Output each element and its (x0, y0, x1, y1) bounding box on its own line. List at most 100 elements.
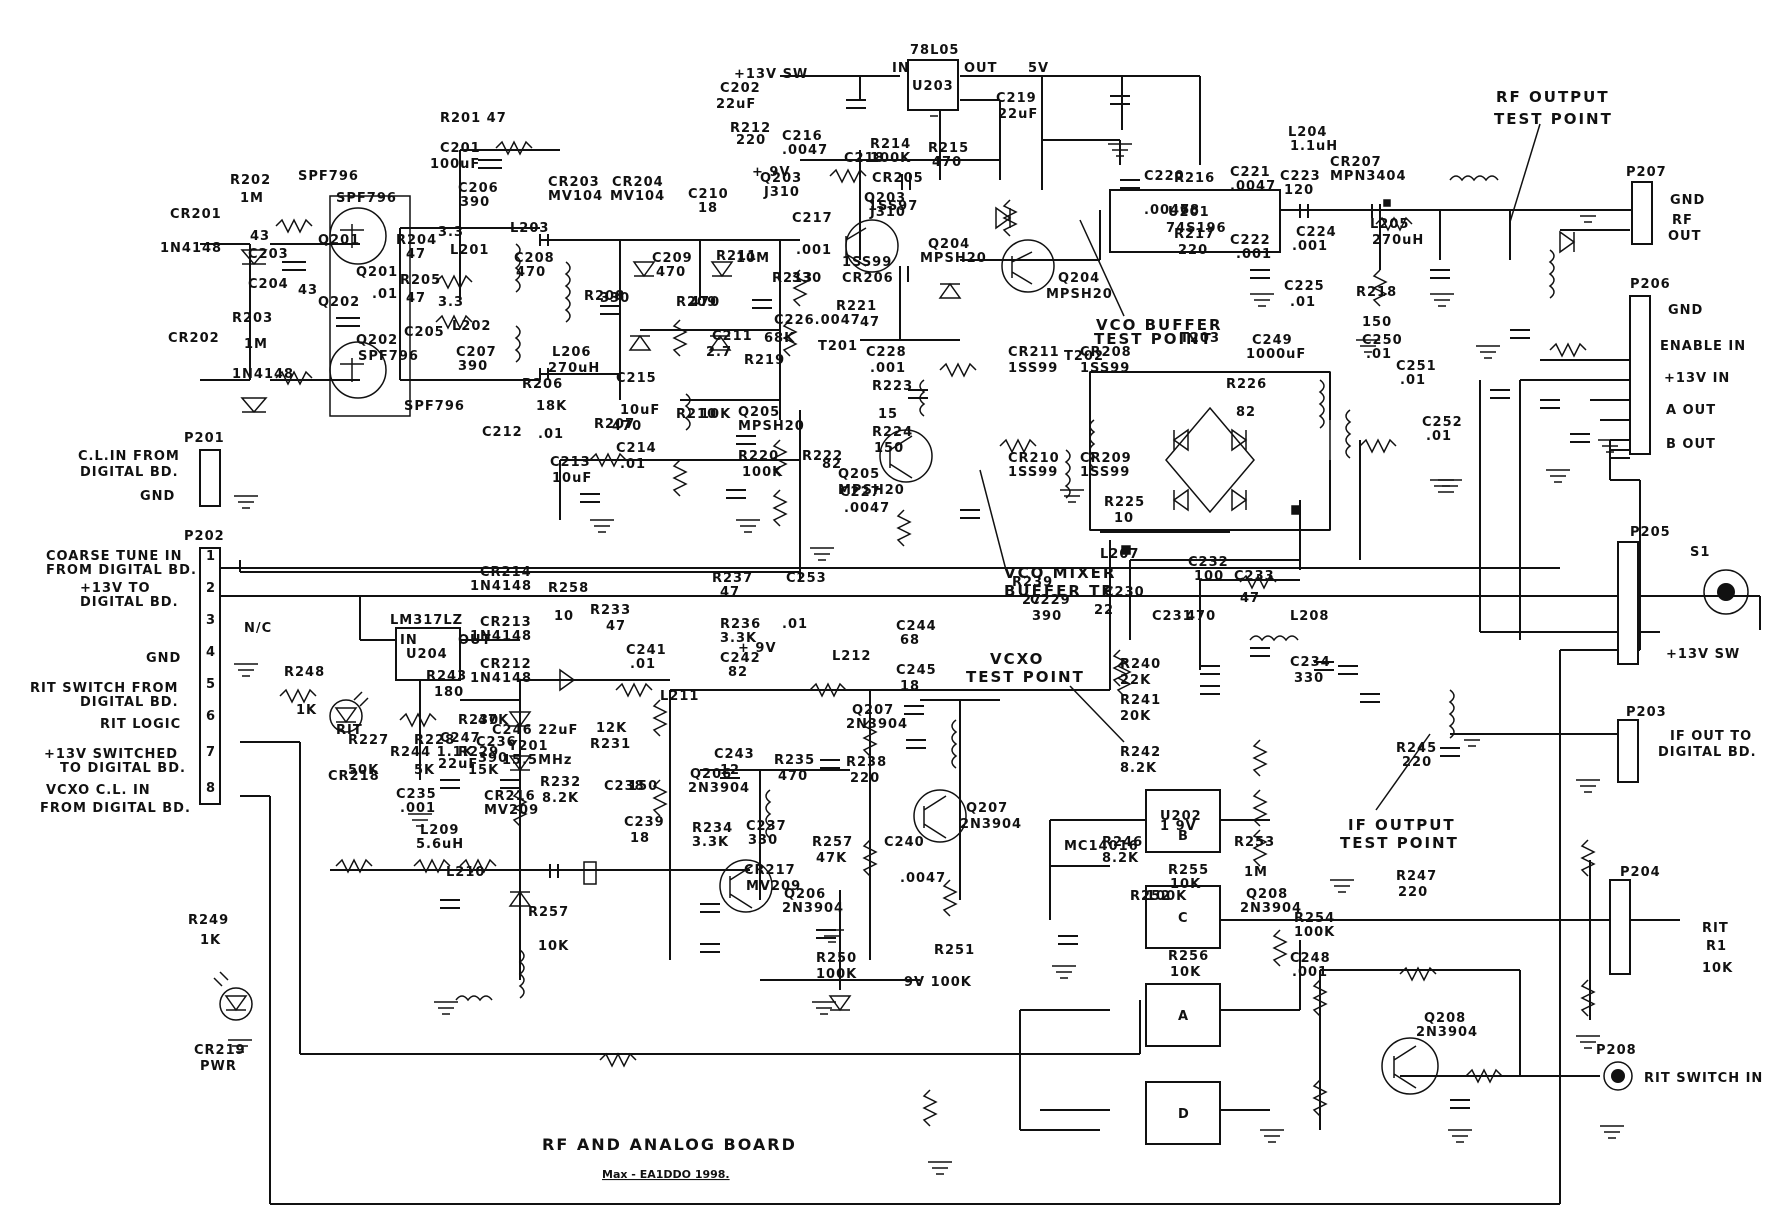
component-label: 100K (870, 151, 911, 166)
p207-ref: P207 (1626, 165, 1667, 180)
u203-part: 78L05 (910, 43, 959, 58)
q208-part: 2N3904 (1416, 1025, 1478, 1040)
component-label: CR207 (1330, 155, 1382, 170)
if-output-tp-line2: TEST POINT (1340, 834, 1459, 852)
component-label: R256 (1168, 949, 1209, 964)
u203-in-label: IN (892, 61, 910, 76)
component-label: C226.0047 (774, 313, 861, 328)
component-label: C250 (1362, 333, 1403, 348)
p208-jack-center (1611, 1069, 1625, 1083)
component-label: 47 (406, 247, 426, 262)
component-label: Q206 (690, 767, 732, 782)
component-label: C229 (1030, 593, 1071, 608)
component-label: 1M (240, 191, 264, 206)
component-label: C246 22uF (492, 723, 578, 738)
component-label: 470 (690, 295, 720, 310)
component-label: 1.1uH (1290, 139, 1338, 154)
component-label: R213 (772, 271, 813, 286)
component-label: 10K (700, 407, 731, 422)
component-label: CR204 (612, 175, 664, 190)
component-label: 15.5MHz (502, 753, 572, 768)
component-label: 68K (764, 331, 795, 346)
u202-gate-a: A (1178, 1009, 1189, 1024)
component-label: R230 (458, 713, 499, 728)
p202-label-5: N/C (244, 621, 272, 636)
p207-label-1: GND (1670, 193, 1705, 208)
p206-label-2: ENABLE IN (1660, 339, 1746, 354)
u201-ref: U201 (1168, 205, 1210, 220)
component-label: 82 (1236, 405, 1256, 420)
vco-buffer-tp-line1: VCO BUFFER (1096, 316, 1223, 334)
component-label: 390 (478, 751, 508, 766)
component-label: 2N3904 (846, 717, 908, 732)
component-label: 10 (554, 609, 574, 624)
component-label: 1SS99 (1008, 361, 1058, 376)
five-volt-label: 5V (1028, 61, 1049, 76)
component-label: 22K (1120, 673, 1151, 688)
component-label: R207 (594, 417, 635, 432)
component-label: R228 (414, 733, 455, 748)
component-label: L212 (832, 649, 871, 664)
component-label: 15 (878, 407, 898, 422)
component-label: C244 (896, 619, 937, 634)
p202-label-1: COARSE TUNE IN (46, 549, 183, 564)
component-label: R219 (744, 353, 785, 368)
component-label: 470 (516, 265, 546, 280)
component-label: .001 (400, 801, 436, 816)
component-label: R249 (188, 913, 229, 928)
component-label: 9V 100K (904, 975, 972, 990)
component-label: 1K (200, 933, 221, 948)
wiring (200, 75, 1761, 1205)
p205-ref: P205 (1630, 525, 1671, 540)
component-label: 10K (1170, 965, 1201, 980)
component-label: 270uH (548, 361, 600, 376)
component-label: 100K (1146, 889, 1187, 904)
u202-gate-d: D (1178, 1107, 1190, 1122)
component-label: L209 (420, 823, 459, 838)
component-label: C247 (440, 731, 481, 746)
component-label: RIT (336, 723, 363, 738)
component-label: .0047 (782, 143, 828, 158)
u203-out-label: OUT (964, 61, 997, 76)
component-label: 15K (468, 763, 499, 778)
component-label: .01 (782, 617, 808, 632)
component-label: C204 (248, 277, 289, 292)
component-label: 18K (536, 399, 567, 414)
p206-header (1629, 295, 1651, 455)
component-label: 1SS99 (1080, 465, 1130, 480)
component-label: Q202 (318, 295, 360, 310)
component-label: R204 (396, 233, 437, 248)
p204-label-1: RIT (1702, 921, 1729, 936)
component-label: C202 (720, 81, 761, 96)
q206-ref: Q206 (784, 887, 826, 902)
component-label: C224 (1296, 225, 1337, 240)
component-label: 100 (1194, 569, 1224, 584)
component-label: R255 (1168, 863, 1209, 878)
component-label: 220 (1402, 755, 1432, 770)
component-label: C208 (514, 251, 555, 266)
component-label: 47K (816, 851, 847, 866)
p202-label-4: DIGITAL BD. (80, 595, 179, 610)
component-label: C233 (1234, 569, 1275, 584)
component-label: 22 (1094, 603, 1114, 618)
component-label: 1N4148 (470, 629, 532, 644)
component-label: R241 (1120, 693, 1161, 708)
component-label: 8.2K (1120, 761, 1157, 776)
component-label: 390 (460, 195, 490, 210)
component-label: R214 (870, 137, 911, 152)
vcxo-tp-line2: TEST POINT (966, 668, 1085, 686)
component-label: T201 (818, 339, 858, 354)
component-label: Y201 (507, 739, 549, 754)
component-label: 470 (1186, 609, 1216, 624)
p202-pin-1: 1 (206, 549, 216, 564)
u201-part: 74S196 (1166, 221, 1227, 236)
component-label: 10M (736, 251, 770, 266)
component-label: R253 (1234, 835, 1275, 850)
component-label: 100K (742, 465, 783, 480)
component-label: .0047 (1144, 203, 1190, 218)
component-label: 43 (298, 283, 318, 298)
component-label: C217 (792, 211, 833, 226)
component-label: .0047 (900, 871, 946, 886)
p205-label-1: S1 (1690, 545, 1710, 560)
